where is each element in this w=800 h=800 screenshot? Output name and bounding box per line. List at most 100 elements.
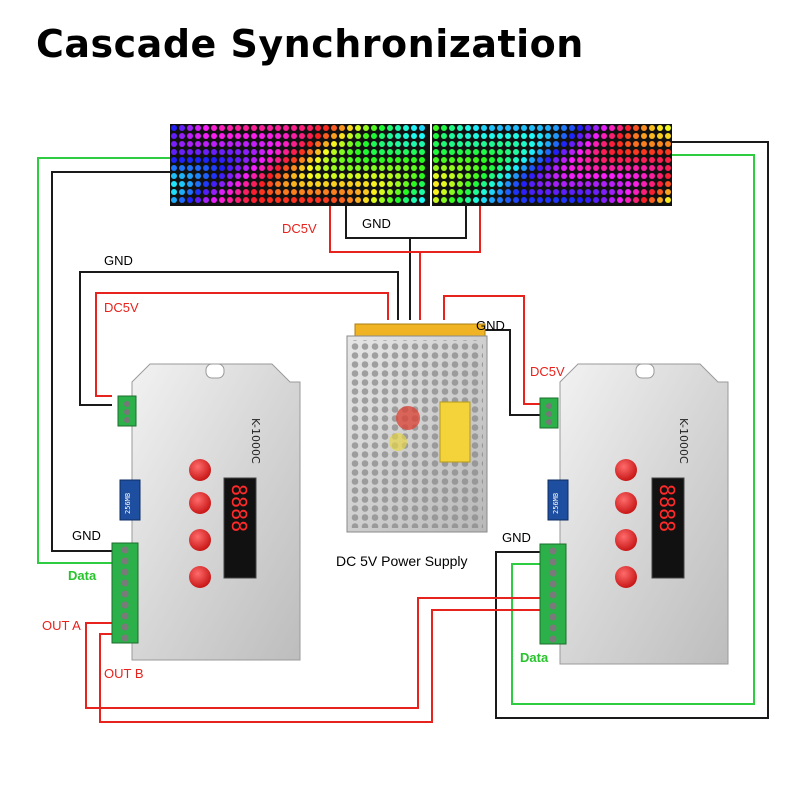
led-pixel <box>203 165 209 171</box>
button-speed-up-right[interactable] <box>615 529 637 551</box>
led-pixel <box>481 189 487 195</box>
led-pixel <box>473 197 479 203</box>
led-pixel <box>227 197 233 203</box>
led-pixel <box>641 125 647 131</box>
sd-card-label-left: 256MB <box>124 493 132 514</box>
led-pixel <box>633 133 639 139</box>
led-pixel <box>419 165 425 171</box>
button-power-right[interactable] <box>615 459 637 481</box>
led-pixel <box>449 133 455 139</box>
led-pixel <box>227 125 233 131</box>
led-pixel <box>617 197 623 203</box>
led-pixel <box>545 165 551 171</box>
led-pixel <box>665 149 671 155</box>
led-pixel <box>363 197 369 203</box>
led-pixel <box>291 173 297 179</box>
led-pixel <box>561 133 567 139</box>
led-pixel <box>473 165 479 171</box>
led-pixel <box>649 173 655 179</box>
led-pixel <box>371 165 377 171</box>
led-pixel <box>299 141 305 147</box>
led-pixel <box>187 141 193 147</box>
led-pixel <box>625 157 631 163</box>
led-pixel <box>363 149 369 155</box>
led-pixel <box>537 157 543 163</box>
led-pixel <box>243 133 249 139</box>
led-pixel <box>291 181 297 187</box>
led-pixel <box>593 165 599 171</box>
led-pixel <box>203 125 209 131</box>
led-pixel <box>473 125 479 131</box>
led-pixel <box>419 189 425 195</box>
led-pixel <box>577 173 583 179</box>
led-pixel <box>449 165 455 171</box>
button-mode-left[interactable] <box>189 492 211 514</box>
led-pixel <box>283 189 289 195</box>
led-pixel <box>441 165 447 171</box>
led-pixel <box>521 141 527 147</box>
led-pixel <box>355 125 361 131</box>
led-pixel <box>227 133 233 139</box>
led-pixel <box>529 149 535 155</box>
led-pixel <box>195 197 201 203</box>
led-pixel <box>283 197 289 203</box>
led-pixel <box>449 149 455 155</box>
led-pixel <box>433 173 439 179</box>
button-mode-right[interactable] <box>615 492 637 514</box>
led-pixel <box>227 173 233 179</box>
led-pixel <box>179 125 185 131</box>
led-pixel <box>251 189 257 195</box>
led-pixel <box>545 125 551 131</box>
led-pixel <box>243 189 249 195</box>
terminal-screw <box>549 558 557 566</box>
led-pixel <box>593 133 599 139</box>
led-pixel <box>449 189 455 195</box>
led-pixel <box>347 149 353 155</box>
led-pixel <box>195 165 201 171</box>
terminal-screw <box>121 579 129 587</box>
led-pixel <box>497 197 503 203</box>
label-dc5v-top: DC5V <box>282 221 317 236</box>
led-panel-right <box>432 124 672 206</box>
led-pixel <box>203 181 209 187</box>
led-pixel <box>513 173 519 179</box>
led-pixel <box>323 189 329 195</box>
button-speed-down-right[interactable] <box>615 566 637 588</box>
led-pixel <box>457 173 463 179</box>
led-pixel <box>625 189 631 195</box>
led-pixel <box>179 165 185 171</box>
led-pixel <box>339 189 345 195</box>
led-pixel <box>537 149 543 155</box>
led-pixel <box>657 149 663 155</box>
led-pixel <box>593 181 599 187</box>
button-power-left[interactable] <box>189 459 211 481</box>
button-speed-up-left[interactable] <box>189 529 211 551</box>
led-pixel <box>433 157 439 163</box>
led-pixel <box>465 197 471 203</box>
led-pixel <box>315 173 321 179</box>
button-speed-down-left[interactable] <box>189 566 211 588</box>
led-pixel <box>347 189 353 195</box>
led-pixel <box>585 149 591 155</box>
led-pixel <box>521 149 527 155</box>
led-pixel <box>569 165 575 171</box>
led-pixel <box>283 157 289 163</box>
led-pixel <box>395 189 401 195</box>
led-pixel <box>561 125 567 131</box>
led-pixel <box>347 141 353 147</box>
led-pixel <box>505 157 511 163</box>
led-pixel <box>585 197 591 203</box>
led-pixel <box>497 149 503 155</box>
led-pixel <box>203 133 209 139</box>
led-pixel <box>387 133 393 139</box>
led-pixel <box>497 133 503 139</box>
led-pixel <box>521 189 527 195</box>
terminal-screw <box>549 624 557 632</box>
led-pixel <box>577 125 583 131</box>
led-pixel <box>283 181 289 187</box>
led-pixel <box>299 173 305 179</box>
led-pixel <box>617 173 623 179</box>
led-pixel <box>441 197 447 203</box>
led-pixel <box>505 189 511 195</box>
controller-right: 256MB K-1000C 8888 <box>539 363 729 665</box>
